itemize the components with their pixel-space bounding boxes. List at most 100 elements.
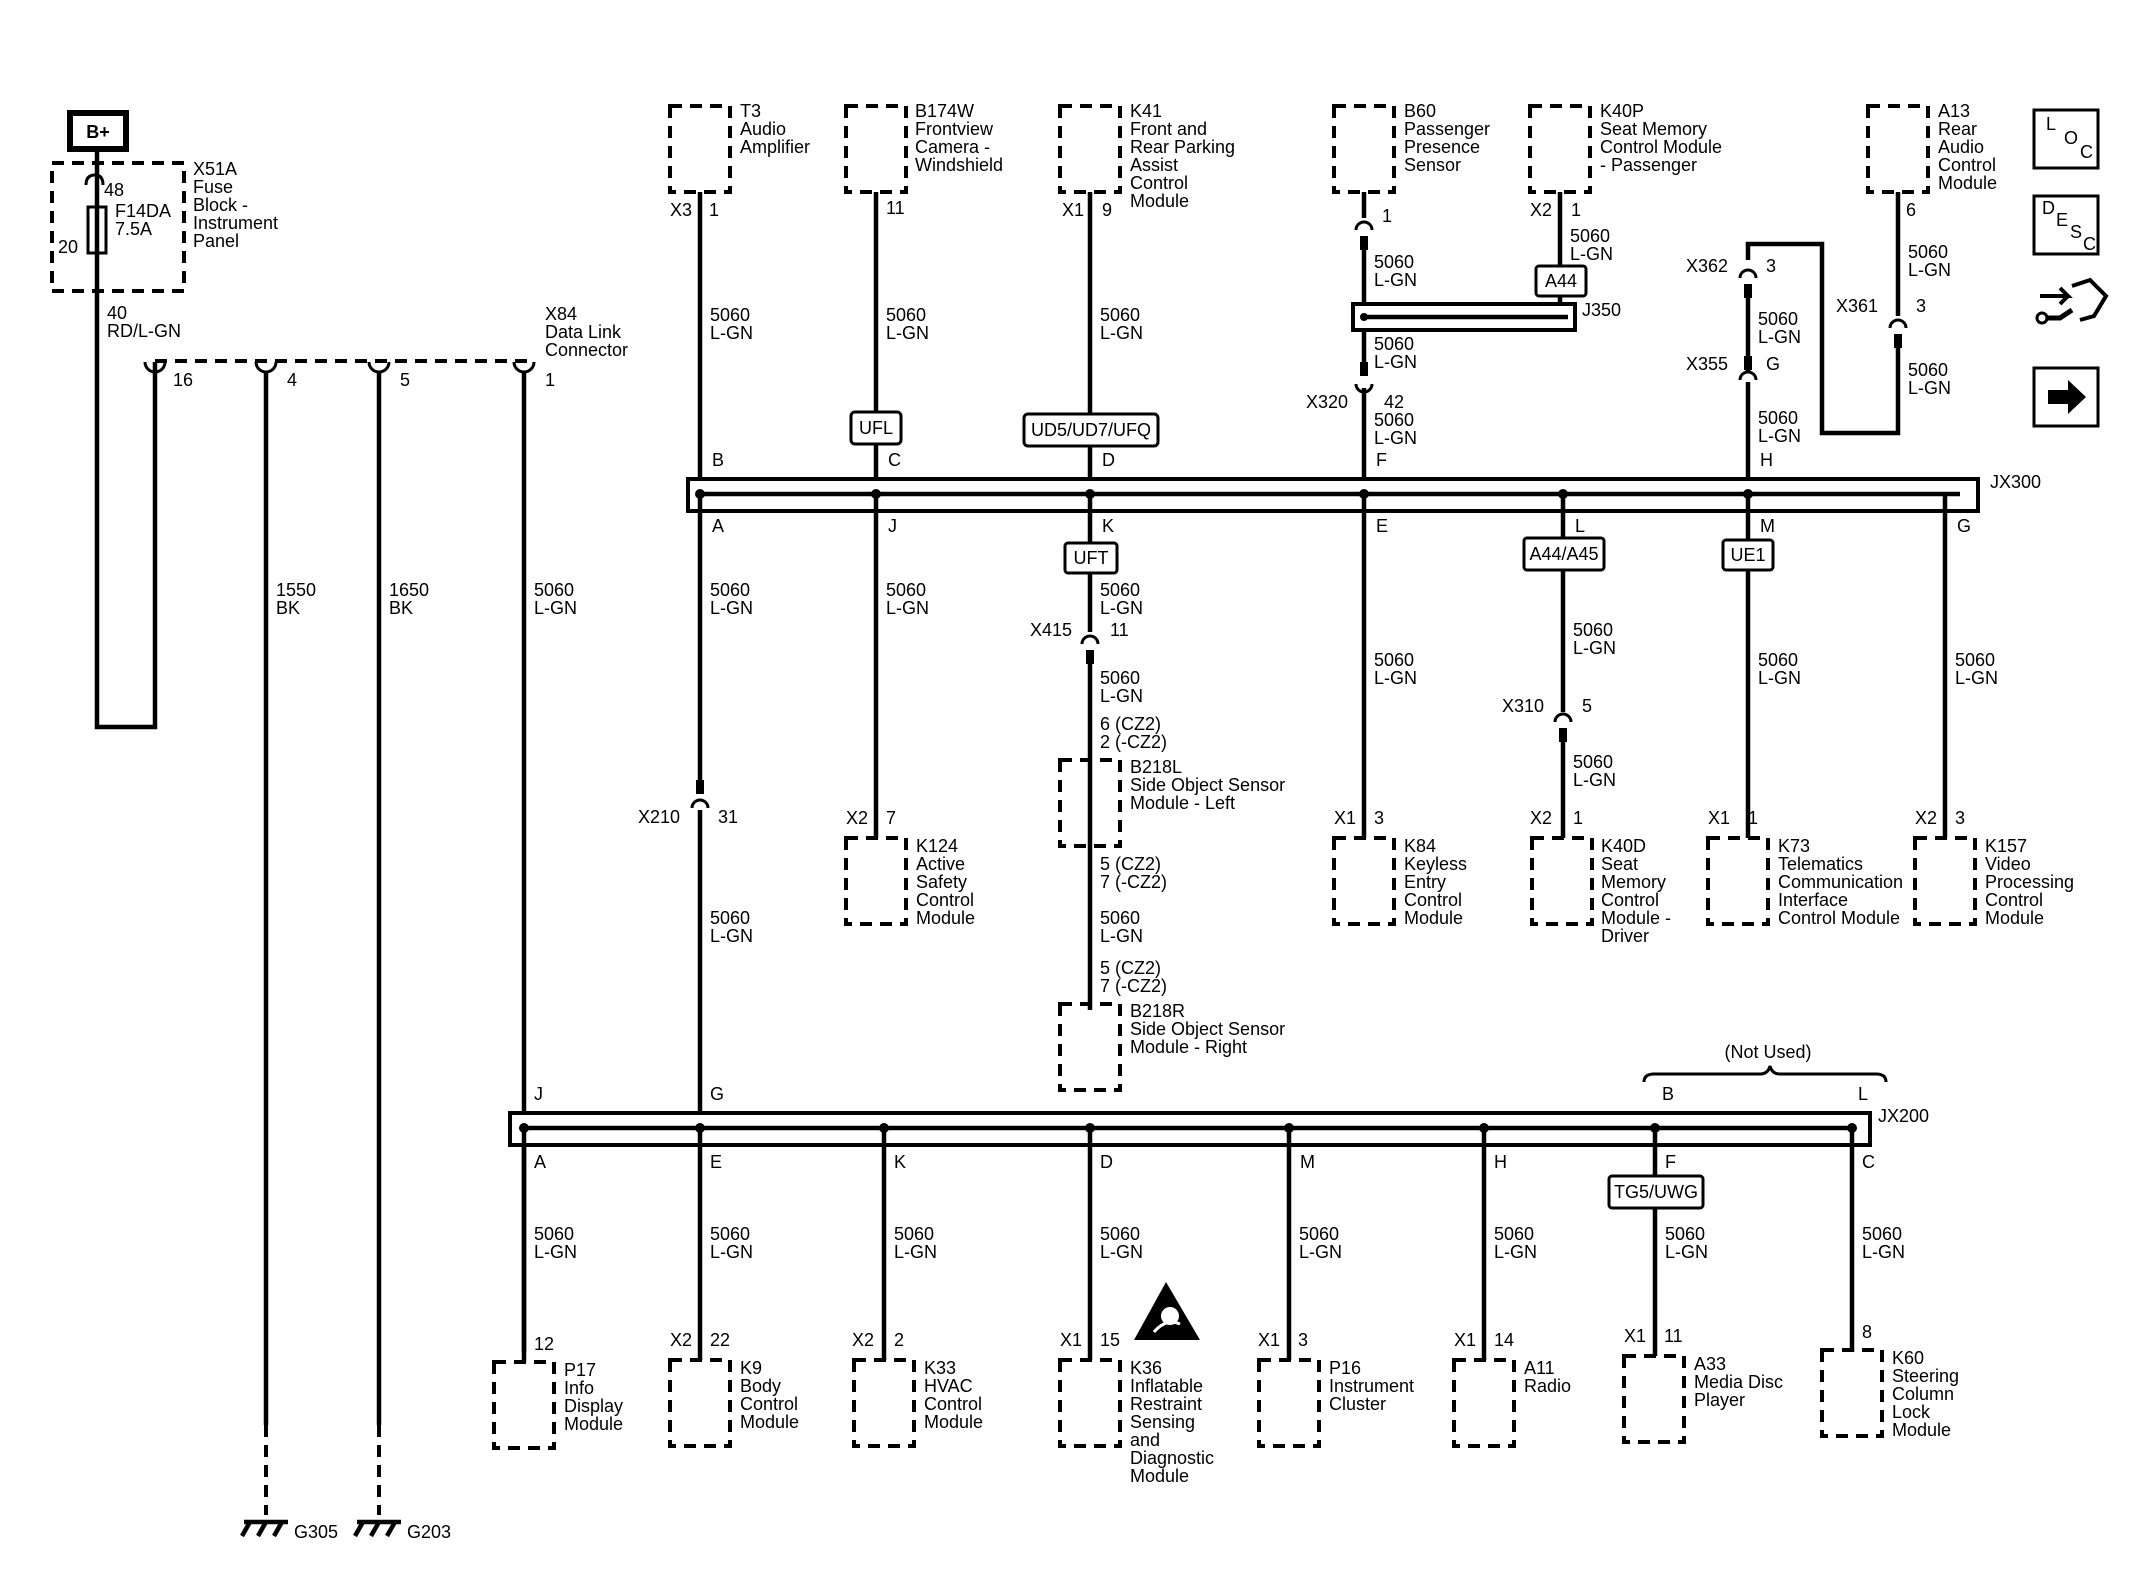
fuse-block-x51a	[50, 161, 186, 293]
svg-text:3: 3	[1766, 256, 1776, 276]
svg-text:Module: Module	[916, 908, 975, 928]
module-k9	[668, 1358, 732, 1448]
svg-text:UD5/UD7/UFQ: UD5/UD7/UFQ	[1031, 420, 1151, 440]
svg-text:Block -: Block -	[193, 195, 248, 215]
module-k40p	[1528, 104, 1592, 194]
svg-text:A44/A45: A44/A45	[1529, 544, 1598, 564]
svg-text:Module: Module	[1892, 1420, 1951, 1440]
svg-text:Module: Module	[924, 1412, 983, 1432]
svg-text:K40P: K40P	[1600, 101, 1644, 121]
svg-text:K60: K60	[1892, 1348, 1924, 1368]
svg-text:Control: Control	[1938, 155, 1996, 175]
svg-text:Active: Active	[916, 854, 965, 874]
svg-text:X2: X2	[1530, 200, 1552, 220]
module-k84-name: K84 Keyless Entry Control Module	[1404, 836, 1467, 928]
ground-g305: G305	[294, 1522, 338, 1542]
svg-text:5 (CZ2): 5 (CZ2)	[1100, 854, 1161, 874]
svg-text:L-GN: L-GN	[1573, 638, 1616, 658]
svg-text:HVAC: HVAC	[924, 1376, 973, 1396]
svg-text:A: A	[534, 1152, 546, 1172]
svg-text:X210: X210	[638, 807, 680, 827]
svg-text:Instrument: Instrument	[1329, 1376, 1414, 1396]
svg-text:5060: 5060	[534, 1224, 574, 1244]
svg-text:Control: Control	[1985, 890, 2043, 910]
not-used-label: (Not Used)	[1724, 1042, 1811, 1062]
svg-text:B: B	[1662, 1084, 1674, 1104]
svg-text:5060: 5060	[710, 305, 750, 325]
svg-text:Driver: Driver	[1601, 926, 1649, 946]
module-k84	[1332, 836, 1396, 926]
svg-text:B174W: B174W	[915, 101, 974, 121]
svg-text:Media Disc: Media Disc	[1694, 1372, 1783, 1392]
svg-text:42: 42	[1384, 392, 1404, 412]
svg-text:J: J	[534, 1084, 543, 1104]
svg-text:1: 1	[545, 370, 555, 390]
svg-text:L-GN: L-GN	[1570, 244, 1613, 264]
svg-text:E: E	[1376, 516, 1388, 536]
svg-text:Control: Control	[916, 890, 974, 910]
module-a33	[1622, 1354, 1686, 1444]
svg-text:S: S	[2070, 222, 2082, 242]
svg-text:L-GN: L-GN	[1908, 260, 1951, 280]
module-b60	[1332, 104, 1396, 194]
svg-text:L-GN: L-GN	[1908, 378, 1951, 398]
svg-text:P16: P16	[1329, 1358, 1361, 1378]
svg-text:5060: 5060	[1570, 226, 1610, 246]
svg-text:X2: X2	[1915, 808, 1937, 828]
svg-text:Entry: Entry	[1404, 872, 1446, 892]
svg-text:Module - Left: Module - Left	[1130, 793, 1235, 813]
fuse-rating: 7.5A	[115, 219, 152, 239]
module-b218l-name: B218L Side Object Sensor Module - Left	[1130, 757, 1285, 813]
svg-text:Cluster: Cluster	[1329, 1394, 1386, 1414]
battery-label: B+	[86, 122, 110, 142]
svg-text:G: G	[1766, 354, 1780, 374]
svg-text:5060: 5060	[534, 580, 574, 600]
module-k40d	[1530, 836, 1594, 926]
svg-text:2: 2	[894, 1330, 904, 1350]
ground-g203-icon	[353, 1519, 401, 1538]
module-k60-name: K60 Steering Column Lock Module	[1892, 1348, 1959, 1440]
svg-text:Side Object Sensor: Side Object Sensor	[1130, 775, 1285, 795]
svg-text:5060: 5060	[1374, 410, 1414, 430]
svg-text:5060: 5060	[1758, 650, 1798, 670]
svg-text:UE1: UE1	[1730, 545, 1765, 565]
svg-text:L: L	[1575, 516, 1585, 536]
loc-icon[interactable]: L O C	[2032, 108, 2100, 170]
svg-text:Processing: Processing	[1985, 872, 2074, 892]
svg-text:T3: T3	[740, 101, 761, 121]
svg-text:5060: 5060	[1862, 1224, 1902, 1244]
svg-text:L-GN: L-GN	[710, 598, 753, 618]
svg-text:X2: X2	[846, 808, 868, 828]
svg-text:UFT: UFT	[1074, 548, 1109, 568]
svg-text:L-GN: L-GN	[1100, 686, 1143, 706]
not-used-brace	[1642, 1065, 1888, 1083]
svg-text:- Passenger: - Passenger	[1600, 155, 1697, 175]
svg-text:Control: Control	[1404, 890, 1462, 910]
svg-text:Audio: Audio	[1938, 137, 1984, 157]
fuse-pin-in: 48	[104, 180, 124, 200]
desc-icon[interactable]: D E S C	[2032, 194, 2100, 256]
module-a13	[1866, 104, 1930, 194]
svg-text:Control Module: Control Module	[1600, 137, 1722, 157]
svg-text:G: G	[710, 1084, 724, 1104]
svg-text:Camera -: Camera -	[915, 137, 990, 157]
svg-text:5: 5	[400, 370, 410, 390]
svg-text:Safety: Safety	[916, 872, 967, 892]
next-arrow-icon[interactable]	[2032, 366, 2100, 428]
svg-text:3: 3	[1374, 808, 1384, 828]
svg-text:A11: A11	[1524, 1358, 1555, 1378]
module-k36	[1058, 1358, 1122, 1448]
connector-repair-icon[interactable]	[2035, 277, 2109, 325]
svg-text:5060: 5060	[1573, 752, 1613, 772]
svg-text:L-GN: L-GN	[1374, 270, 1417, 290]
svg-text:X1: X1	[1062, 200, 1084, 220]
svg-text:Connector: Connector	[545, 340, 628, 360]
svg-text:5060: 5060	[1573, 620, 1613, 640]
svg-text:5060: 5060	[1100, 580, 1140, 600]
svg-text:L-GN: L-GN	[534, 1242, 577, 1262]
svg-text:1: 1	[1382, 206, 1392, 226]
svg-text:L-GN: L-GN	[886, 598, 929, 618]
module-k9-name: K9 Body Control Module	[740, 1358, 799, 1432]
svg-text:5060: 5060	[1299, 1224, 1339, 1244]
svg-text:Module: Module	[564, 1414, 623, 1434]
